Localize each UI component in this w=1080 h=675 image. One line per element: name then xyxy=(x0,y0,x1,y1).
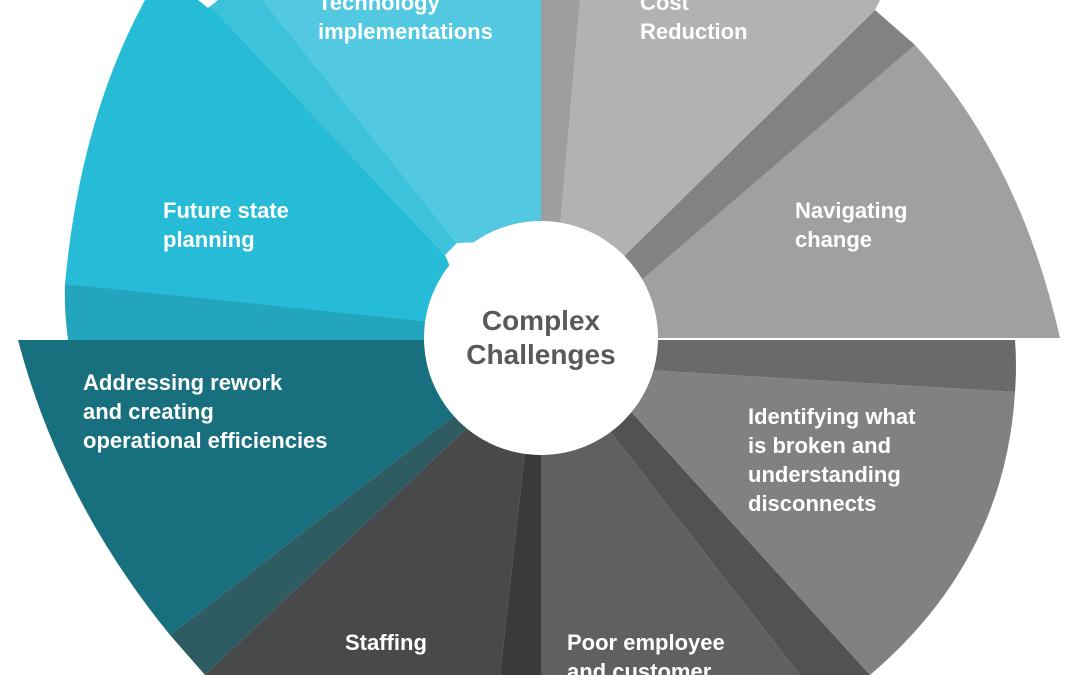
segment-navigating-change xyxy=(630,45,1060,338)
segment-identifying-band xyxy=(645,340,1016,392)
label-technology-implementations: Technology implementations xyxy=(318,0,493,44)
segment-experience-band xyxy=(605,405,870,675)
center-title: Complex Challenges xyxy=(466,304,615,372)
white-notch xyxy=(198,0,218,8)
segment-addressing-rework xyxy=(18,340,455,635)
label-addressing-rework: Addressing rework and creating operation… xyxy=(83,370,328,453)
segment-technology-band xyxy=(205,0,457,255)
label-identifying: Identifying what is broken and understan… xyxy=(748,404,916,516)
segment-technology-implementations xyxy=(263,0,541,243)
center-circle: Complex Challenges xyxy=(424,221,658,455)
segment-cost-band xyxy=(541,0,580,228)
label-navigating-change: Navigating change xyxy=(795,198,908,252)
segment-rework-band xyxy=(170,415,470,675)
segment-future-state-planning xyxy=(65,0,460,330)
segment-poor-experience xyxy=(541,425,800,675)
segment-navigating-band xyxy=(615,10,915,290)
segment-staffing xyxy=(205,425,525,675)
center-title-line2: Challenges xyxy=(466,339,616,370)
segment-identifying xyxy=(625,370,1015,675)
segment-staffing-band xyxy=(500,452,541,675)
center-title-line1: Complex xyxy=(481,305,601,336)
label-poor-experience: Poor employee and customer xyxy=(567,630,725,675)
segment-future-band xyxy=(64,284,431,340)
segment-cost-reduction xyxy=(560,0,880,265)
label-future-state-planning: Future state planning xyxy=(163,198,289,252)
label-staffing: Staffing xyxy=(345,630,427,655)
label-cost-reduction: Cost Reduction xyxy=(640,0,748,44)
